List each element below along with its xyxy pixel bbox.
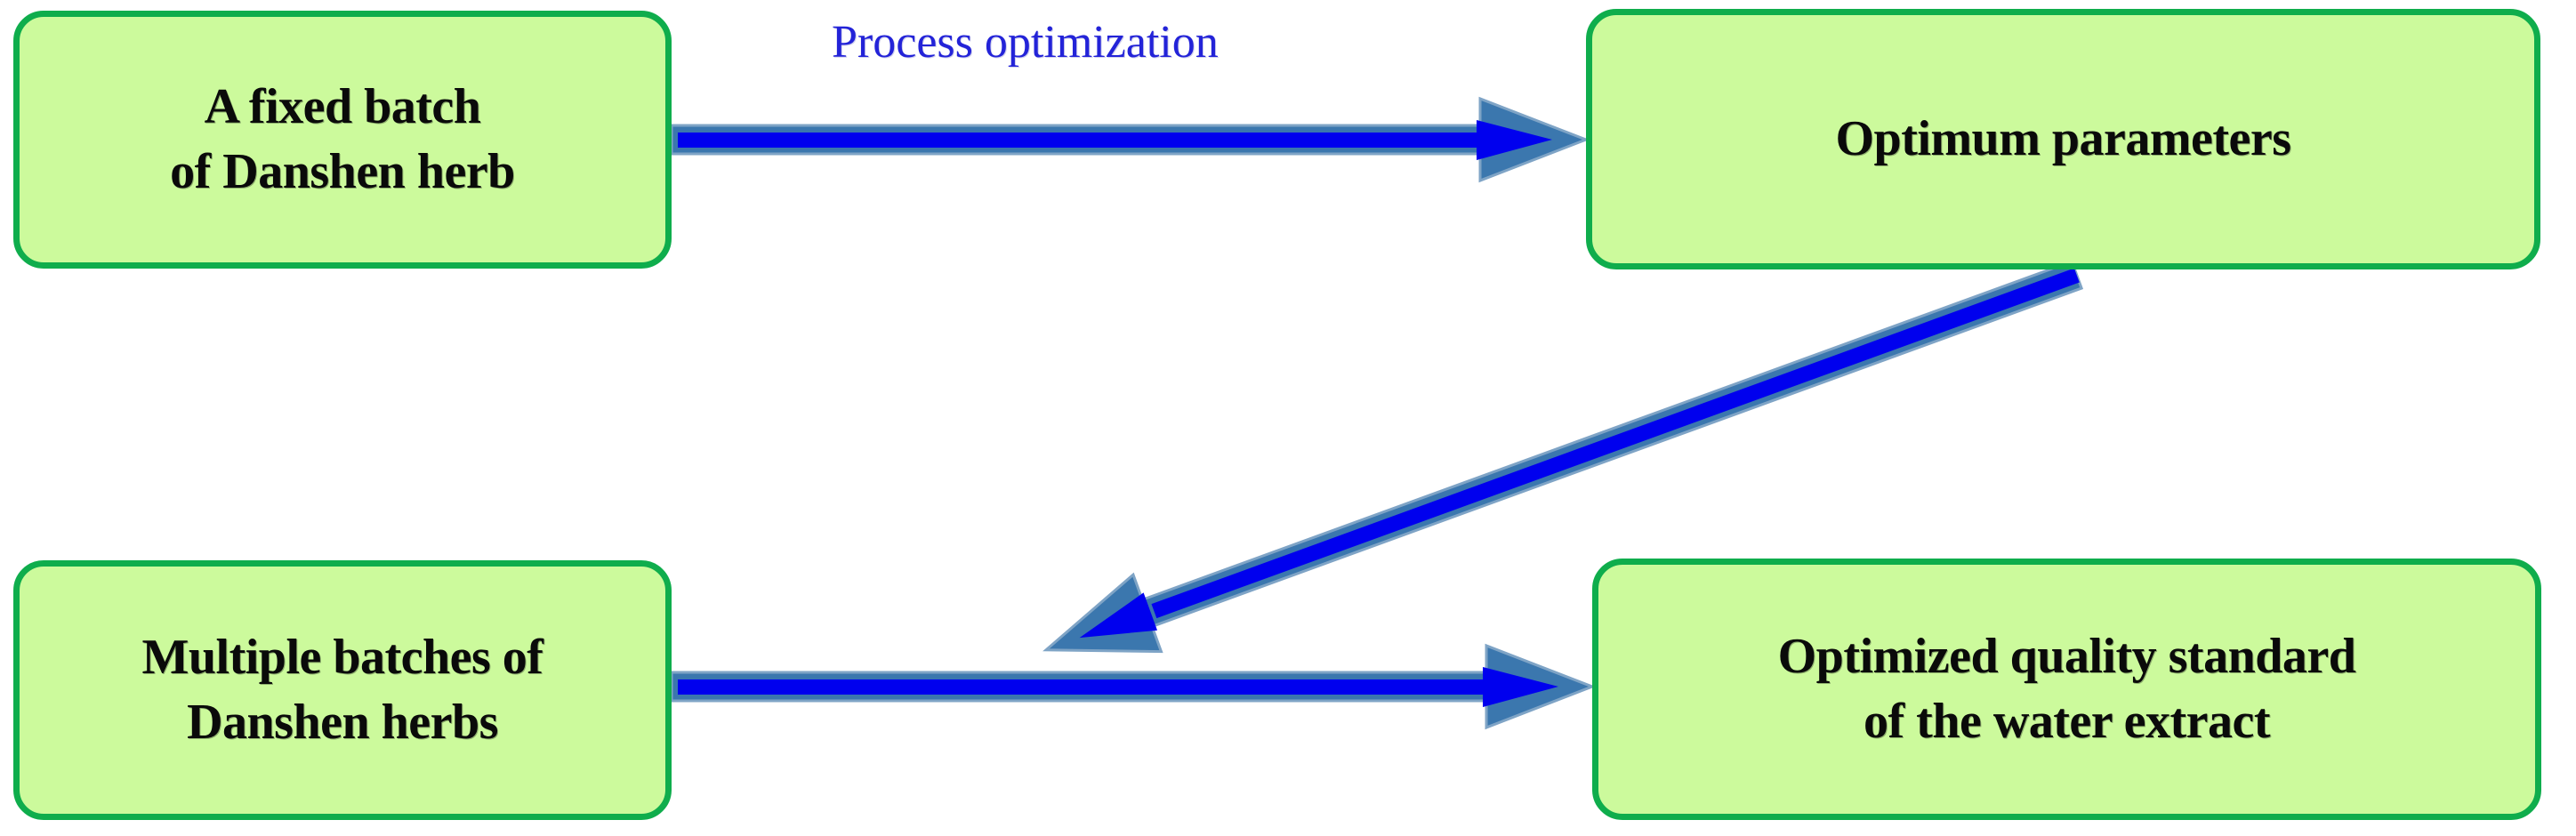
node-multiple-batches-text: Multiple batches of Danshen herbs (20, 625, 665, 755)
node-fixed-batch[interactable]: A fixed batch of Danshen herb (13, 11, 672, 269)
node-multiple-batches-line1: Multiple batches of (141, 630, 543, 686)
arrow-bottom-to-quality-standard (670, 643, 1597, 730)
node-optimized-quality-standard-text: Optimized quality standard of the water … (1598, 624, 2535, 754)
edge-label-process-optimization: Process optimization (832, 17, 1219, 68)
node-fixed-batch-line1: A fixed batch (204, 79, 481, 135)
node-multiple-batches-line2: Danshen herbs (187, 695, 498, 750)
node-fixed-batch-text: A fixed batch of Danshen herb (20, 75, 665, 205)
arrow-top-process-optimization (670, 96, 1590, 183)
node-fixed-batch-line2: of Danshen herb (170, 144, 515, 199)
node-optimized-quality-standard[interactable]: Optimized quality standard of the water … (1592, 559, 2541, 820)
node-optimized-quality-standard-line2: of the water extract (1864, 694, 2270, 749)
node-optimum-parameters[interactable]: Optimum parameters (1586, 9, 2540, 269)
node-optimum-parameters-line1: Optimum parameters (1835, 111, 2291, 167)
node-optimized-quality-standard-line1: Optimized quality standard (1777, 629, 2356, 685)
node-optimum-parameters-text: Optimum parameters (1592, 107, 2534, 172)
node-multiple-batches[interactable]: Multiple batches of Danshen herbs (13, 560, 672, 820)
